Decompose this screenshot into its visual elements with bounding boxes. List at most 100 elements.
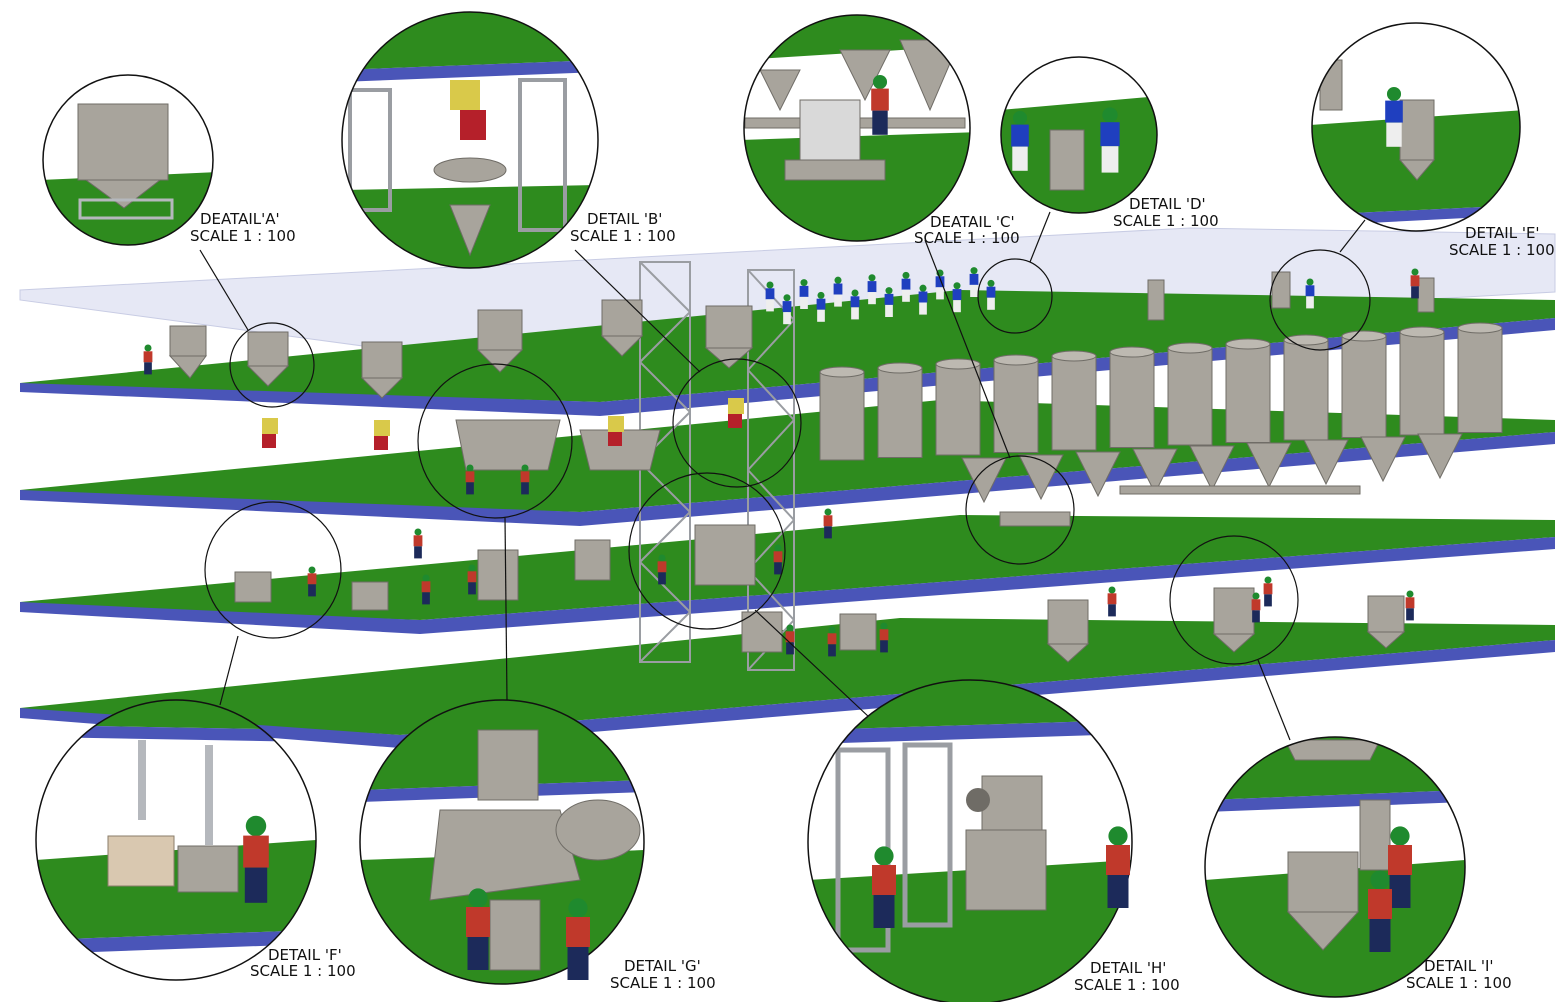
person bbox=[986, 279, 996, 310]
detail-d-title: DETAIL 'D' bbox=[1129, 195, 1206, 213]
marker-e bbox=[1269, 249, 1371, 351]
person bbox=[952, 282, 962, 313]
silo-cone bbox=[1246, 442, 1292, 489]
person bbox=[1263, 576, 1273, 607]
person bbox=[901, 271, 911, 302]
silo bbox=[819, 366, 865, 461]
workers bbox=[143, 268, 1420, 657]
person bbox=[884, 287, 894, 317]
person bbox=[243, 815, 269, 903]
detail-b-scale: SCALE 1 : 100 bbox=[570, 227, 676, 245]
person bbox=[827, 626, 837, 657]
person bbox=[799, 279, 809, 309]
detail-bubble-g[interactable] bbox=[359, 699, 645, 985]
person bbox=[823, 508, 833, 539]
person bbox=[566, 898, 590, 980]
silo bbox=[993, 354, 1039, 453]
person bbox=[1410, 268, 1420, 299]
person bbox=[935, 269, 945, 300]
silo bbox=[1167, 342, 1213, 446]
person bbox=[307, 566, 317, 597]
marker-i bbox=[1169, 535, 1299, 665]
detail-e-title: DETAIL 'E' bbox=[1465, 224, 1540, 242]
silo-cone bbox=[1075, 451, 1121, 498]
silo-cone bbox=[1360, 436, 1406, 483]
process-equipment bbox=[234, 419, 1406, 663]
person bbox=[872, 846, 896, 928]
person bbox=[833, 276, 843, 307]
silo-cone bbox=[1417, 433, 1463, 480]
detail-bubble-c[interactable] bbox=[740, 10, 980, 250]
detail-c-scale: SCALE 1 : 100 bbox=[914, 229, 1020, 247]
person bbox=[969, 267, 979, 297]
person bbox=[520, 464, 530, 495]
detail-f-scale: SCALE 1 : 100 bbox=[250, 962, 356, 980]
person bbox=[1107, 586, 1117, 617]
person bbox=[785, 624, 795, 655]
detail-d-scale: SCALE 1 : 100 bbox=[1113, 212, 1219, 230]
person bbox=[413, 528, 423, 559]
marker-a bbox=[229, 322, 315, 408]
detail-bubble-h[interactable] bbox=[807, 679, 1133, 1002]
detail-bubble-e[interactable] bbox=[1310, 22, 1525, 237]
person bbox=[879, 622, 889, 653]
person bbox=[850, 289, 860, 320]
silo bbox=[877, 362, 923, 458]
callout-leaders bbox=[199, 211, 1371, 741]
person bbox=[867, 274, 877, 305]
bag-dump-hoists bbox=[262, 398, 744, 450]
person bbox=[466, 888, 490, 970]
detail-i-scale: SCALE 1 : 100 bbox=[1406, 974, 1512, 992]
person bbox=[421, 574, 431, 605]
operator-group bbox=[765, 267, 1315, 325]
silo bbox=[1109, 346, 1155, 448]
silo bbox=[1225, 338, 1271, 443]
person bbox=[1011, 110, 1029, 171]
detail-bubble-f[interactable] bbox=[35, 699, 317, 981]
person bbox=[765, 281, 775, 312]
silo-cone bbox=[1189, 445, 1235, 492]
detail-h-title: DETAIL 'H' bbox=[1090, 959, 1166, 977]
person bbox=[782, 294, 792, 325]
silo bbox=[1399, 326, 1445, 436]
bubble-workers bbox=[243, 74, 1412, 980]
detail-bubble-b[interactable] bbox=[340, 10, 600, 270]
detail-labels: DEATAIL'A' SCALE 1 : 100 DETAIL 'B' SCAL… bbox=[190, 195, 1555, 994]
silo-row bbox=[819, 322, 1503, 461]
detail-bubble-d[interactable] bbox=[1000, 56, 1160, 216]
person bbox=[918, 284, 928, 315]
person bbox=[657, 554, 667, 585]
person bbox=[1385, 86, 1403, 147]
marker-c bbox=[965, 455, 1075, 565]
person bbox=[816, 291, 826, 322]
person bbox=[1251, 592, 1261, 623]
silo-cone bbox=[1132, 448, 1178, 495]
person bbox=[1100, 107, 1120, 173]
person bbox=[1368, 870, 1392, 952]
person bbox=[467, 564, 477, 595]
person bbox=[143, 344, 153, 375]
person bbox=[1388, 826, 1412, 908]
detail-bubble-a[interactable] bbox=[40, 70, 220, 250]
person bbox=[465, 464, 475, 495]
silo-cone bbox=[961, 457, 1007, 504]
marker-b bbox=[672, 358, 802, 488]
detail-i-title: DETAIL 'I' bbox=[1424, 957, 1494, 975]
marker-g bbox=[417, 363, 573, 519]
roof-plane bbox=[19, 227, 1556, 356]
person bbox=[1405, 590, 1415, 621]
silo bbox=[1341, 330, 1387, 438]
detail-g-scale: SCALE 1 : 100 bbox=[610, 974, 716, 992]
detail-h-scale: SCALE 1 : 100 bbox=[1074, 976, 1180, 994]
floor-level-3 bbox=[20, 515, 1555, 634]
marker-f bbox=[204, 501, 342, 639]
detail-a-title: DEATAIL'A' bbox=[200, 210, 280, 228]
silo bbox=[935, 358, 981, 456]
silo bbox=[1051, 350, 1097, 451]
detail-c-title: DEATAIL 'C' bbox=[930, 213, 1015, 231]
person bbox=[1305, 278, 1315, 309]
detail-f-title: DETAIL 'F' bbox=[268, 946, 342, 964]
detail-a-scale: SCALE 1 : 100 bbox=[190, 227, 296, 245]
silo-cones bbox=[961, 433, 1463, 504]
